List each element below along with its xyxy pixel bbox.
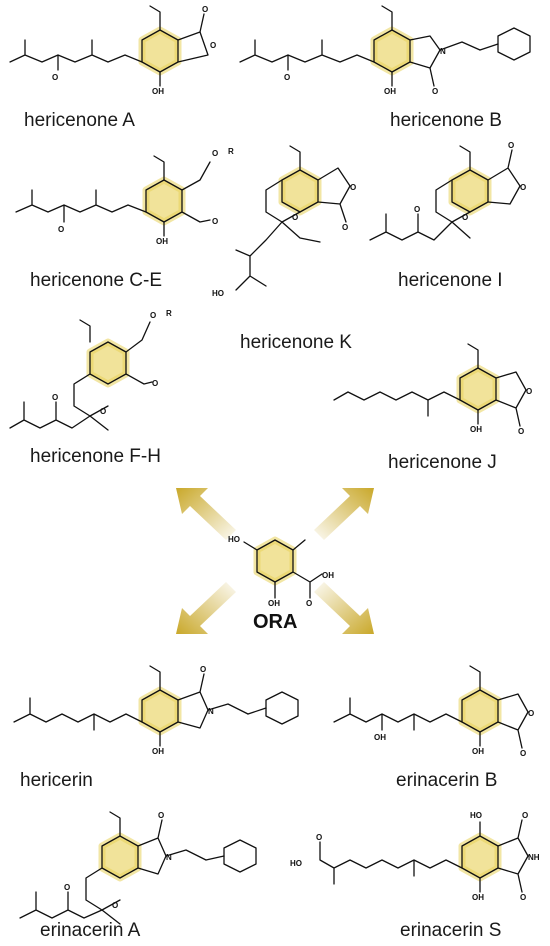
atom-ho: HO: [212, 289, 224, 298]
atom-oh: OH: [268, 599, 280, 608]
arrow-upper-left: [176, 488, 236, 540]
atoms-hericenone-a: O O O OH: [52, 5, 216, 96]
atom-oh: OH: [384, 87, 396, 96]
atoms-hericenone-j: O O OH: [470, 387, 532, 436]
atom-o: O: [202, 5, 208, 14]
atom-n: N: [208, 707, 214, 716]
atom-oh: OH: [156, 237, 168, 246]
atom-o: O: [210, 41, 216, 50]
core-label-ora: ORA: [253, 611, 297, 633]
atom-o: O: [520, 183, 526, 192]
arrow-upper-right: [314, 488, 374, 540]
atom-oh: OH: [472, 747, 484, 756]
compound-name-erinacerin-s: erinacerin S: [400, 920, 501, 941]
structure-erinacerin-b: [333, 665, 529, 749]
atom-o: O: [462, 213, 468, 222]
atom-o: O: [58, 225, 64, 234]
atom-o: O: [200, 665, 206, 674]
structure-hericenone-fh: [9, 319, 153, 431]
atoms-erinacerin-b: O O OH OH: [374, 709, 534, 758]
structure-erinacerin-a: [19, 811, 257, 925]
arrow-lower-left: [176, 582, 236, 634]
compound-name-hericenone-b: hericenone B: [390, 110, 502, 131]
atom-o: O: [316, 833, 322, 842]
atom-o: O: [520, 749, 526, 758]
atom-o: O: [158, 811, 164, 820]
atom-o: O: [526, 387, 532, 396]
atom-r: R: [228, 147, 234, 156]
atom-oh: OH: [322, 571, 334, 580]
structure-hericenone-ce: [15, 155, 211, 237]
atom-n: N: [440, 47, 446, 56]
atom-o: O: [292, 213, 298, 222]
arrow-lower-right: [314, 582, 374, 634]
atom-o: O: [528, 709, 534, 718]
atoms-hericenone-ce: O R O O OH: [58, 147, 234, 246]
structure-hericerin: [13, 665, 299, 747]
atom-o: O: [212, 149, 218, 158]
atoms-hericenone-fh: O R O O O: [52, 309, 172, 416]
atom-oh: HO: [470, 811, 482, 820]
atom-o: O: [414, 205, 420, 214]
structure-ora: [243, 536, 323, 599]
structure-hericenone-k: [235, 145, 351, 291]
atom-o: O: [112, 901, 118, 910]
atom-o: O: [52, 393, 58, 402]
compound-name-hericenone-a: hericenone A: [24, 110, 135, 131]
atom-oh: OH: [152, 87, 164, 96]
compound-name-hericenone-i: hericenone I: [398, 270, 503, 291]
structure-hericenone-i: [369, 145, 521, 241]
structure-erinacerin-s: [319, 819, 529, 893]
atom-o: O: [522, 811, 528, 820]
atom-o: O: [152, 379, 158, 388]
compound-name-erinacerin-b: erinacerin B: [396, 770, 497, 791]
atoms-hericenone-k: O O O HO: [212, 183, 356, 298]
atom-o: O: [284, 73, 290, 82]
structure-hericenone-a: [9, 5, 209, 87]
atom-nh: NH: [528, 853, 540, 862]
atom-ho: HO: [290, 859, 302, 868]
atom-o: O: [150, 311, 156, 320]
structure-hericenone-b: [239, 5, 531, 87]
atom-o: O: [306, 599, 312, 608]
atoms-ora: HO OH O OH: [228, 535, 334, 608]
compound-name-hericenone-k: hericenone K: [240, 332, 352, 353]
compound-name-hericenone-ce: hericenone C-E: [30, 270, 162, 291]
atoms-hericenone-i: O O O O: [414, 141, 526, 222]
atom-o: O: [518, 427, 524, 436]
atoms-hericerin: O N OH: [152, 665, 214, 756]
atom-r: R: [166, 309, 172, 318]
atom-oh: OH: [152, 747, 164, 756]
atom-oh: OH: [374, 733, 386, 742]
atom-o: O: [508, 141, 514, 150]
structure-hericenone-j: [333, 343, 527, 427]
atom-n: N: [166, 853, 172, 862]
atom-o: O: [520, 893, 526, 902]
atoms-erinacerin-s: HO O NH O OH O HO: [290, 811, 540, 902]
atom-o: O: [100, 407, 106, 416]
atom-o: O: [350, 183, 356, 192]
compound-name-erinacerin-a: erinacerin A: [40, 920, 141, 941]
compound-name-hericenone-fh: hericenone F-H: [30, 446, 161, 467]
atom-o: O: [212, 217, 218, 226]
atom-oh: OH: [472, 893, 484, 902]
atom-o: O: [64, 883, 70, 892]
atoms-hericenone-b: N O O OH: [284, 47, 446, 96]
atom-o: O: [342, 223, 348, 232]
compound-name-hericenone-j: hericenone J: [388, 452, 497, 473]
atom-o: O: [432, 87, 438, 96]
atoms-erinacerin-a: O N O O: [64, 811, 172, 910]
atom-o: O: [52, 73, 58, 82]
compound-name-hericerin: hericerin: [20, 770, 93, 791]
atom-ho: HO: [228, 535, 240, 544]
atom-oh: OH: [470, 425, 482, 434]
